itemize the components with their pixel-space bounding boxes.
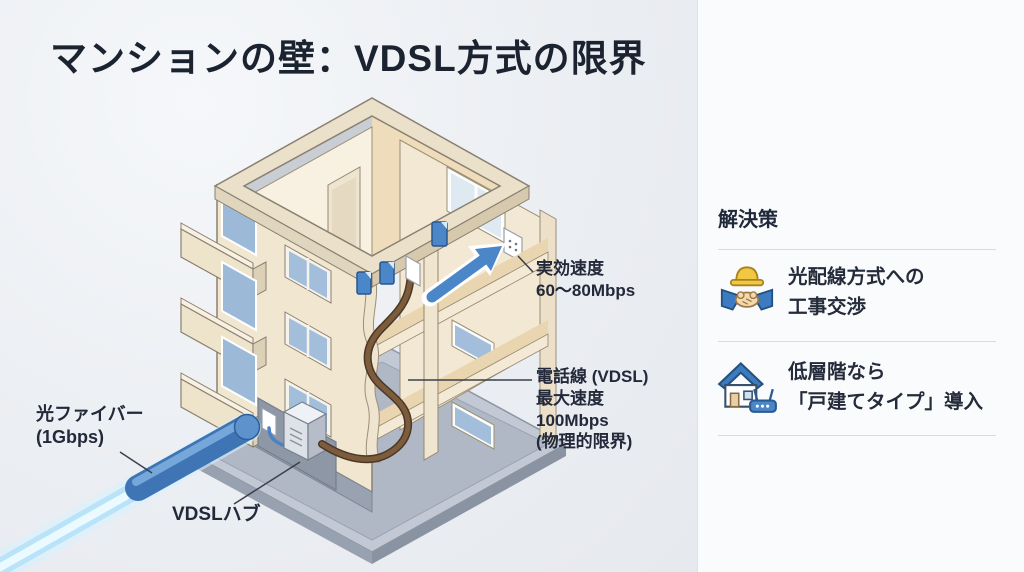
fiber-label: 光ファイバー (1Gbps): [36, 404, 144, 448]
solutions-heading: 解決策: [718, 209, 778, 231]
vdsl-hub-box: [282, 401, 328, 462]
basement-nook: [257, 396, 337, 492]
divider: [718, 341, 996, 342]
fiber-cable: [0, 413, 261, 572]
vdsl-hub-label: VDSLハブ: [172, 504, 261, 525]
effective-speed-label: 実効速度 60〜80Mbps: [536, 259, 636, 300]
phone-line-cable: [318, 266, 416, 464]
divider: [718, 249, 996, 250]
phone-line-label: 電話線 (VDSL) 最大速度 100Mbps (物理的限界): [536, 367, 649, 452]
house-router-icon: [717, 361, 777, 413]
solution-item-1: 光配線方式への 工事交渉: [788, 266, 925, 318]
vdsl-modem-devices: [356, 221, 448, 295]
leader-lines: [119, 255, 534, 505]
solutions-panel: 解決策 光配線方式への 工事交渉: [697, 0, 1024, 572]
building-illustration: [0, 97, 568, 572]
construction-handshake-icon: [720, 266, 774, 311]
divider: [718, 435, 996, 436]
floor-slabs: [367, 238, 549, 461]
speed-arrow: [421, 243, 506, 307]
phone-wall-plate: [405, 254, 421, 288]
fiber-terminal-plate: [261, 406, 277, 438]
page-title: マンションの壁：VDSL方式の限界: [50, 38, 647, 79]
solution-item-2: 低層階なら 「戸建てタイプ」導入: [788, 361, 984, 413]
diagram-area: マンションの壁：VDSL方式の限界: [0, 0, 697, 572]
